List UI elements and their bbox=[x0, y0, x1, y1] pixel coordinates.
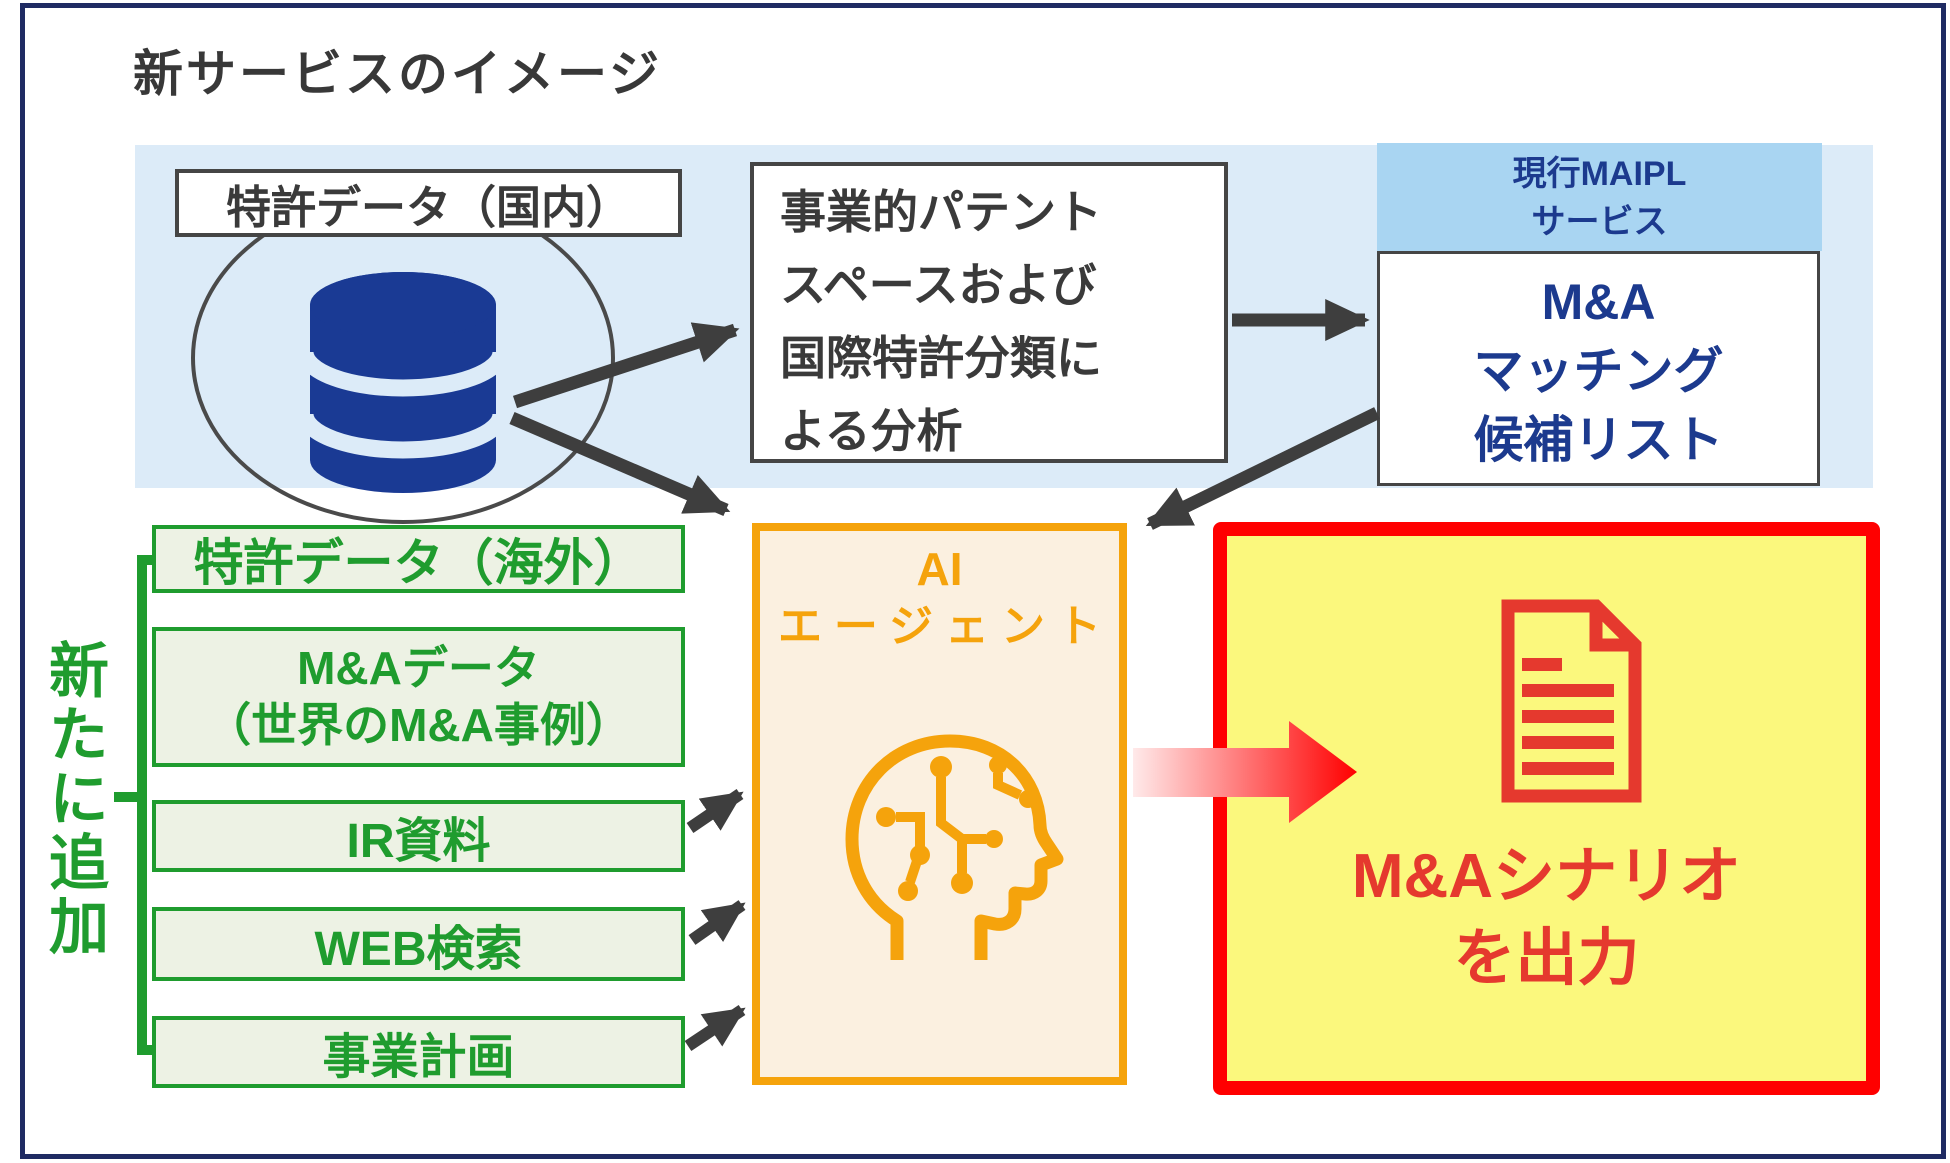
source-patent-overseas-label: 特許データ（海外） bbox=[193, 535, 644, 591]
output-scenario-label: M&Aシナリオ を出力 bbox=[1227, 836, 1866, 1000]
source-patent-overseas-box: 特許データ（海外） bbox=[152, 525, 685, 593]
source-ma-data-line1: M&Aデータ bbox=[297, 642, 540, 694]
source-ir-label: IR資料 bbox=[346, 815, 491, 868]
ai-agent-box: AI エージェント bbox=[752, 523, 1127, 1085]
matching-line: マッチング bbox=[1473, 343, 1724, 399]
slide-border bbox=[20, 3, 1946, 1159]
matching-line: M&A bbox=[1541, 274, 1656, 330]
source-ma-data-line2: （世界のM&A事例） bbox=[205, 699, 632, 751]
ma-matching-box: M&A マッチング 候補リスト bbox=[1377, 251, 1820, 486]
page-title: 新サービスのイメージ bbox=[133, 46, 662, 102]
maipl-service-header: 現行MAIPL サービス bbox=[1377, 143, 1822, 251]
source-ir-box: IR資料 bbox=[152, 800, 685, 872]
analysis-line: スペースおよび bbox=[780, 259, 1097, 311]
output-line2: を出力 bbox=[1453, 924, 1640, 993]
source-plan-label: 事業計画 bbox=[322, 1031, 515, 1084]
patent-domestic-box: 特許データ（国内） bbox=[175, 169, 682, 237]
matching-line: 候補リスト bbox=[1473, 412, 1724, 468]
output-line1: M&Aシナリオ bbox=[1351, 842, 1742, 911]
source-plan-box: 事業計画 bbox=[152, 1016, 685, 1088]
source-web-box: WEB検索 bbox=[152, 907, 685, 981]
analysis-box: 事業的パテント スペースおよび 国際特許分類に よる分析 bbox=[750, 162, 1228, 463]
patent-domestic-label: 特許データ（国内） bbox=[225, 181, 631, 233]
ai-agent-line2: エージェント bbox=[777, 602, 1114, 651]
analysis-line: よる分析 bbox=[780, 405, 963, 457]
newly-added-label: 新たに追加 bbox=[40, 638, 108, 959]
maipl-header-line: サービス bbox=[1531, 203, 1668, 241]
source-ma-data-box: M&Aデータ （世界のM&A事例） bbox=[152, 627, 685, 767]
database-icon bbox=[191, 192, 615, 524]
ai-agent-line1: AI bbox=[916, 543, 963, 595]
output-scenario-box: M&Aシナリオ を出力 bbox=[1213, 522, 1880, 1095]
source-web-label: WEB検索 bbox=[314, 923, 523, 976]
analysis-line: 国際特許分類に bbox=[780, 332, 1102, 384]
analysis-line: 事業的パテント bbox=[780, 186, 1102, 238]
maipl-header-line: 現行MAIPL bbox=[1512, 155, 1687, 193]
